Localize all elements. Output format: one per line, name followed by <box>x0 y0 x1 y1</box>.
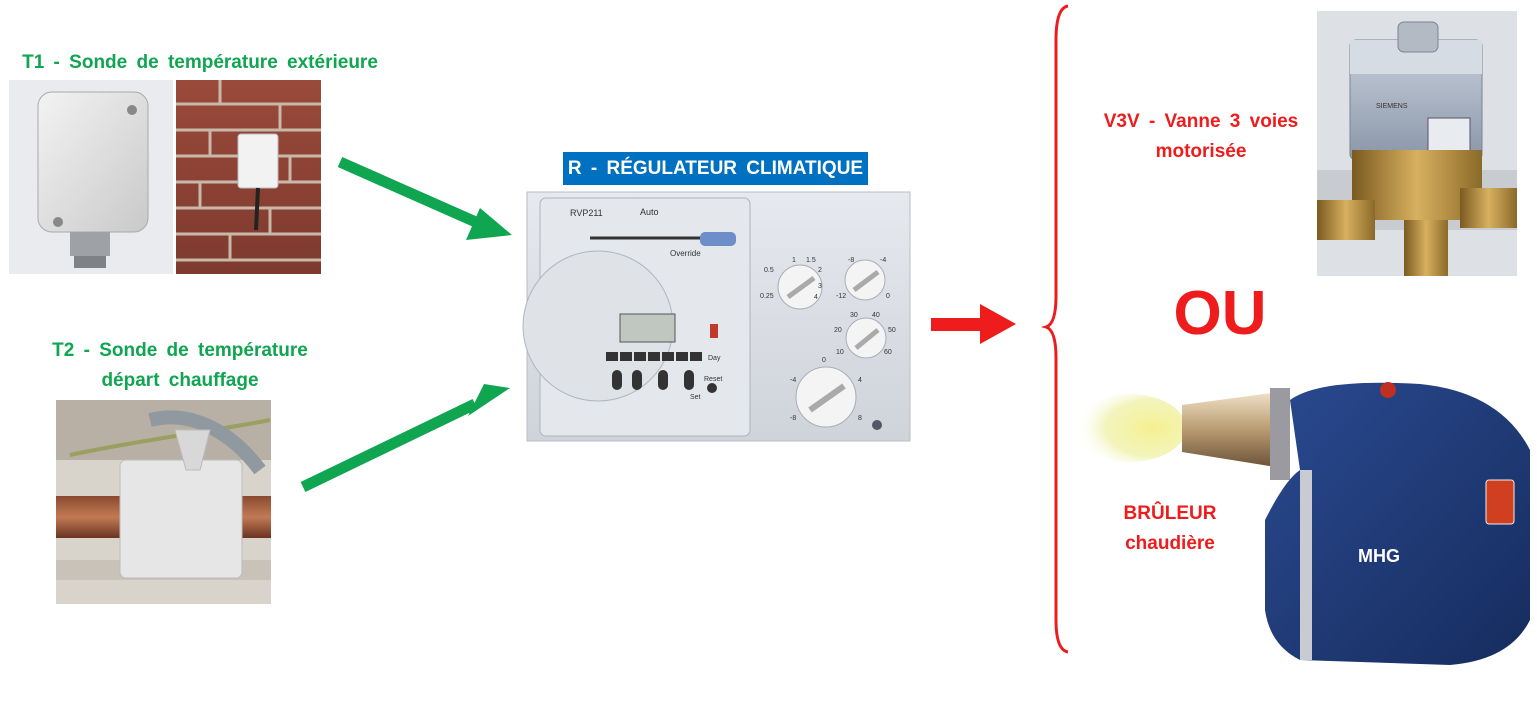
dial2-mark: 0 <box>886 293 890 300</box>
arrow-regulator-to-outputs <box>931 304 1016 344</box>
burner-brand: MHG <box>1358 546 1400 566</box>
flow-sensor-title: T2 - Sonde de température départ chauffa… <box>30 336 330 396</box>
regulator-model: RVP211 <box>570 208 603 218</box>
dial2-mark: -8 <box>848 257 854 264</box>
arrow-t1-to-regulator <box>337 156 512 240</box>
arrow-t2-to-regulator <box>300 384 510 492</box>
flow-sensor-photo <box>56 400 271 604</box>
regulator-set: Set <box>690 394 701 401</box>
dial2-mark: -12 <box>836 293 846 300</box>
dial1-mark: 3 <box>818 283 822 290</box>
dial1-mark: 0.5 <box>764 267 774 274</box>
dial1-mark: 1.5 <box>806 257 816 264</box>
dial4-mark: 0 <box>822 357 826 364</box>
dial3-mark: 30 <box>850 312 858 319</box>
regulator-day: Day <box>708 355 721 362</box>
dial3-mark: 50 <box>888 327 896 334</box>
flow-sensor-title-line2: départ chauffage <box>101 370 259 391</box>
or-label: OU <box>1173 279 1267 348</box>
dial1-mark: 2 <box>818 267 822 274</box>
dial4-mark: 4 <box>858 377 862 384</box>
burner-title-line2: chaudière <box>1125 533 1215 554</box>
curly-brace <box>1040 4 1069 654</box>
valve-brand: SIEMENS <box>1376 103 1408 110</box>
burner-title-line1: BRÛLEUR <box>1123 503 1217 524</box>
dial1-mark: 0.25 <box>760 293 774 300</box>
regulator-photo <box>522 191 911 442</box>
dial3-mark: 20 <box>834 327 842 334</box>
burner-title: BRÛLEUR chaudière <box>1100 499 1240 559</box>
regulator-auto: Auto <box>640 207 659 217</box>
outdoor-sensor-title: T1 - Sonde de température extérieure <box>22 52 378 73</box>
outdoor-sensor-photo <box>9 80 173 274</box>
dial1-mark: 1 <box>792 257 796 264</box>
valve-photo: SIEMENS <box>1317 11 1517 276</box>
dial1-mark: 4 <box>814 294 818 301</box>
valve-title-line2: motorisée <box>1155 141 1247 162</box>
dial4-mark: 8 <box>858 415 862 422</box>
dial3-mark: 40 <box>872 312 880 319</box>
flow-sensor-title-line1: T2 - Sonde de température <box>52 340 308 361</box>
regulator-title: R - RÉGULATEUR CLIMATIQUE <box>563 152 868 185</box>
dial4-mark: -8 <box>790 415 796 422</box>
dial4-mark: -4 <box>790 377 796 384</box>
dial3-mark: 10 <box>836 349 844 356</box>
regulator-override: Override <box>670 249 701 258</box>
valve-title-line1: V3V - Vanne 3 voies <box>1103 111 1299 132</box>
outdoor-sensor-wall-photo <box>176 80 321 274</box>
dial2-mark: -4 <box>880 257 886 264</box>
burner-photo: MHG <box>1074 382 1530 665</box>
valve-title: V3V - Vanne 3 voies motorisée <box>1086 107 1316 167</box>
regulator-reset: Reset <box>704 376 722 383</box>
dial3-mark: 60 <box>884 349 892 356</box>
